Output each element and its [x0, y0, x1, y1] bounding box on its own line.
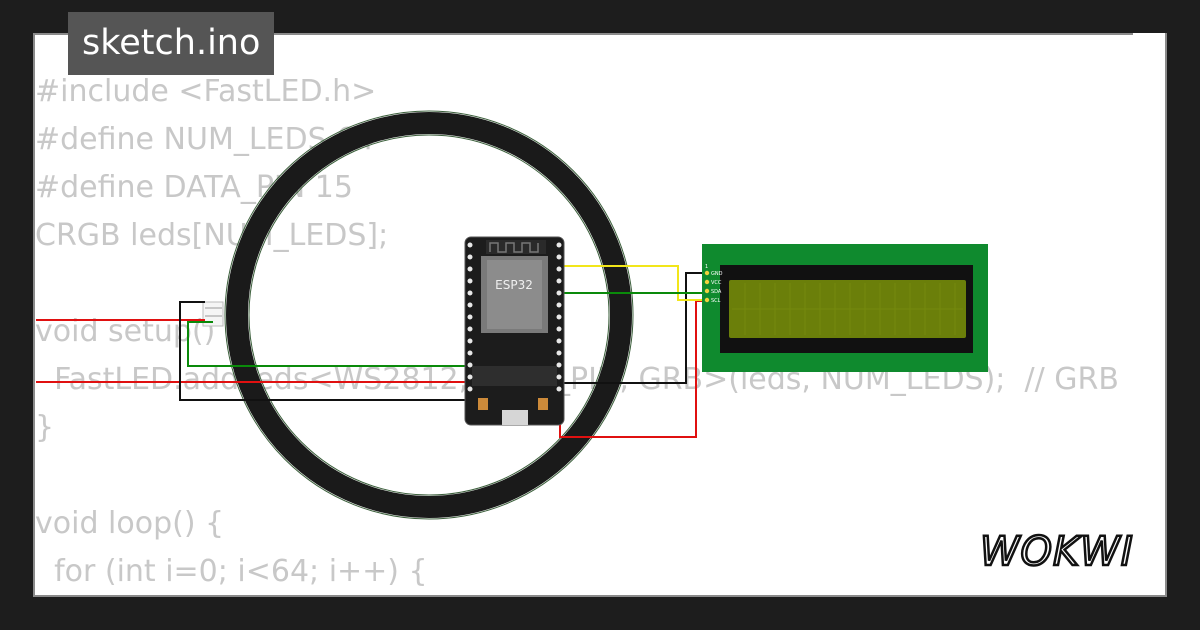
lcd-pin-vcc: VCC	[711, 280, 722, 286]
code-background: #include <FastLED.h>#define NUM_LEDS 64#…	[35, 68, 1119, 596]
code-line: }	[35, 410, 55, 445]
wire-black-gnd	[179, 301, 560, 401]
code-line: for (int i=0; i<64; i++) {	[35, 554, 428, 589]
wokwi-logo: WOKWI	[979, 528, 1134, 575]
sketch-title: sketch.ino	[68, 12, 275, 75]
lcd-pin-scl: SCL	[711, 298, 721, 304]
lcd-display[interactable]: 1 GND VCC SDA SCL	[702, 244, 988, 372]
code-line: #include <FastLED.h>	[35, 74, 377, 109]
led-ring[interactable]	[224, 110, 634, 520]
esp32-label: ESP32	[495, 278, 533, 292]
lcd-pin-marker: 1	[705, 264, 708, 270]
wokwi-wordmark: WOKWI	[980, 529, 1134, 575]
wire-green-data	[187, 321, 556, 367]
lcd-pin-gnd: GND	[711, 271, 723, 277]
esp32-board[interactable]: ESP32	[464, 236, 565, 426]
wire-yellow-scl	[556, 265, 707, 301]
wire-black-lcd	[563, 272, 707, 384]
ring-connector	[202, 301, 224, 327]
code-line: void loop() {	[35, 506, 225, 541]
lcd-pin-sda: SDA	[711, 289, 722, 295]
